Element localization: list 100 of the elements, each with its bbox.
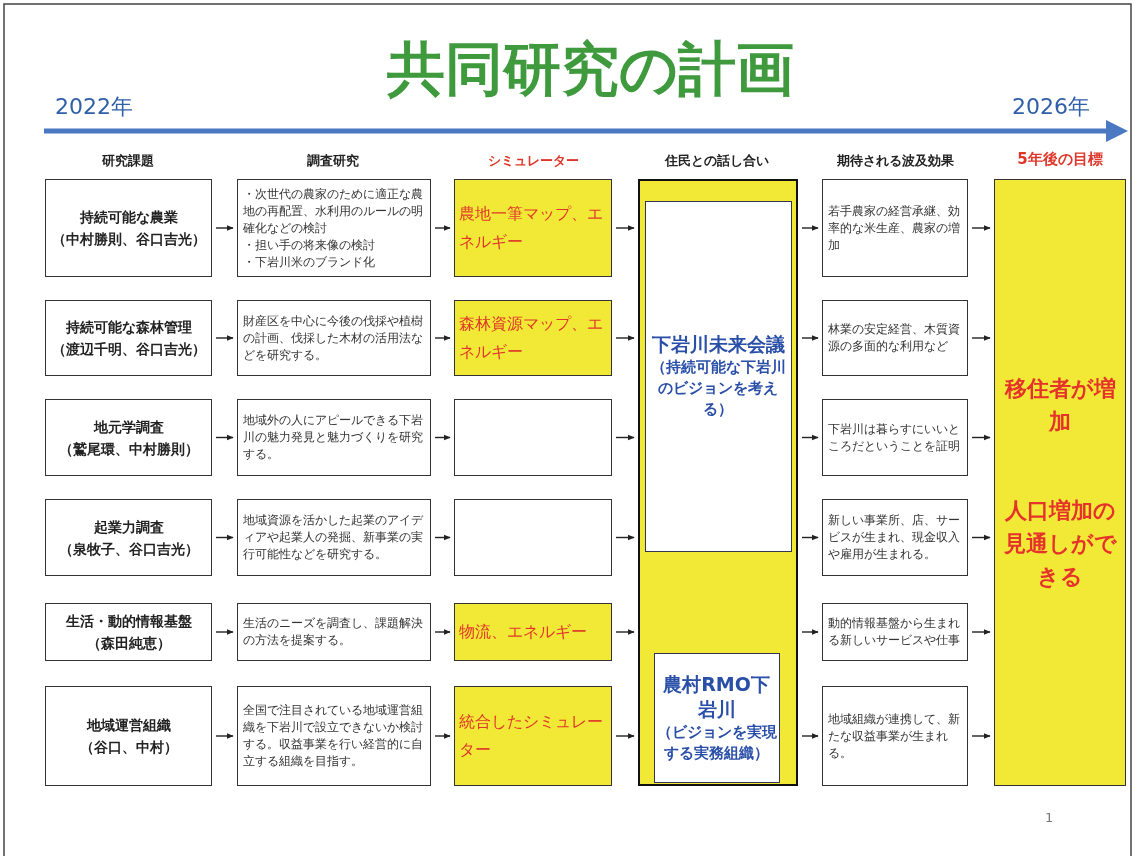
title: 共同研究の計画 (386, 34, 794, 104)
box-text: 全国で注目されている地域運営組織を下岩川で設立できないか検討する。収益事業を行い経営的に自立する組織を目指す。 (243, 702, 424, 770)
arrow (215, 534, 234, 541)
process-box (454, 399, 612, 476)
topic-box (45, 179, 212, 277)
box-text: （泉牧子、谷口吉光） (58, 539, 199, 559)
box-text: ・下岩川米のブランド化 (243, 253, 376, 271)
box-text: 財産区を中心に今後の伐採や植樹の計画、伐採した木材の活用法などを研究する。 (243, 312, 424, 364)
process-box (454, 499, 612, 576)
page-number: 1 (1045, 810, 1054, 825)
box-text: 農村RMO下岩川 (662, 671, 771, 722)
arrow (215, 335, 234, 341)
box-text: 地元学調査 (93, 417, 164, 437)
box-text: （中村勝則、谷口吉光） (51, 230, 206, 249)
topic-box (45, 603, 212, 661)
arrow (615, 225, 635, 231)
arrow (971, 629, 991, 635)
box-text: （持続可能な下岩川のビジョンを考える） (649, 357, 787, 420)
box-text: 下岩川未来会議 (651, 332, 785, 357)
arrow (801, 629, 819, 635)
process-box (644, 200, 792, 552)
box-text: 生活のニーズを調査し、課題解決の方法を提案する。 (243, 615, 424, 649)
arrow (215, 733, 234, 739)
result-box (822, 179, 968, 277)
box-text: （谷口、中村） (79, 738, 178, 757)
process-box (237, 300, 431, 376)
topic-box (45, 300, 212, 376)
arrow (615, 629, 635, 635)
process-box (237, 179, 431, 277)
box-text: 起業力調査 (93, 517, 164, 537)
box-text: 地域資源を活かした起業のアイディアや起業人の発掘、新事業の実行可能性などを研究する。 (243, 512, 424, 563)
arrow (615, 335, 635, 341)
column-header: 研究課題 (102, 152, 154, 170)
box-text: 物流、エネルギー (459, 621, 588, 643)
box-text: ・次世代の農家のために適正な農地の再配置、水利用のルールの明確化などの検討 (243, 185, 424, 237)
goal-panel (994, 179, 1126, 786)
arrow (615, 534, 635, 541)
result-box (822, 300, 968, 376)
box-text: （ビジョンを実現する実務組織） (655, 721, 778, 764)
box-text: 新しい事業所、店、サービスが生まれ、現金収入や雇用が生まれる。 (828, 512, 961, 563)
box-text: 生活・動的情報基盤 (65, 612, 192, 631)
box-text: ・担い手の将来像の検討 (243, 236, 376, 254)
box-text: 地域組織が連携して、新たな収益事業が生まれる。 (828, 710, 961, 762)
process-box (237, 499, 431, 576)
goal-text: 人口増加の見通しができる (1002, 497, 1118, 591)
box-text: 地域運営組織 (86, 716, 171, 735)
process-box (454, 686, 612, 786)
arrow (615, 434, 635, 441)
column-header: 住民との話し合い (665, 152, 769, 170)
year-label: 2026年 (1012, 93, 1090, 121)
arrow (801, 534, 819, 541)
box-text: 地域外の人にアピールできる下岩川の魅力発見と魅力づくりを研究する。 (243, 412, 424, 463)
year-label: 2022年 (55, 93, 133, 121)
arrow (801, 434, 819, 441)
arrow (434, 733, 451, 739)
arrow (434, 629, 451, 635)
box-text: 持続可能な農業 (79, 208, 178, 227)
arrow (801, 733, 819, 739)
arrow (434, 534, 451, 541)
process-box (653, 652, 780, 783)
box-text: 林業の安定経営、木質資源の多面的な利用など (828, 321, 961, 355)
process-box (237, 686, 431, 786)
arrow (434, 335, 451, 341)
box-text: 農地一筆マップ、エネルギー (459, 203, 604, 253)
box-text: 若手農家の経営承継、効率的な米生産、農家の増加 (828, 202, 961, 254)
box-text: （森田純恵） (86, 634, 171, 653)
arrow (215, 434, 234, 441)
topic-box (45, 399, 212, 476)
process-box (237, 399, 431, 476)
topic-box (45, 686, 212, 786)
result-box (822, 499, 968, 576)
column-panel (638, 179, 798, 786)
box-text: 持続可能な森林管理 (65, 318, 192, 337)
arrow (971, 733, 991, 739)
box-text: 下岩川は暮らすにいいところだということを証明 (828, 420, 961, 455)
goal-text: 移住者が増加 (1003, 375, 1117, 436)
result-box (822, 686, 968, 786)
result-box (822, 399, 968, 476)
box-text: （渡辺千明、谷口吉光） (51, 340, 206, 359)
topic-box (45, 499, 212, 576)
arrow (801, 225, 819, 231)
arrow (615, 733, 635, 739)
box-text: 統合したシミュレーター (459, 711, 604, 761)
arrow (434, 225, 451, 231)
arrow (801, 335, 819, 341)
arrow (215, 225, 234, 231)
column-header: シミュレーター (487, 152, 579, 170)
arrow (971, 534, 991, 541)
arrow (215, 629, 234, 635)
process-box (454, 179, 612, 277)
arrow (971, 335, 991, 341)
process-box (454, 300, 612, 376)
column-header: 期待される波及効果 (836, 152, 954, 170)
arrow (971, 225, 991, 231)
arrow (971, 434, 991, 441)
box-text: （鷲尾環、中村勝則） (58, 439, 199, 459)
result-box (822, 603, 968, 661)
box-text: 森林資源マップ、エネルギー (459, 313, 604, 363)
box-text: 動的情報基盤から生まれる新しいサービスや仕事 (828, 615, 961, 649)
process-box (454, 603, 612, 661)
